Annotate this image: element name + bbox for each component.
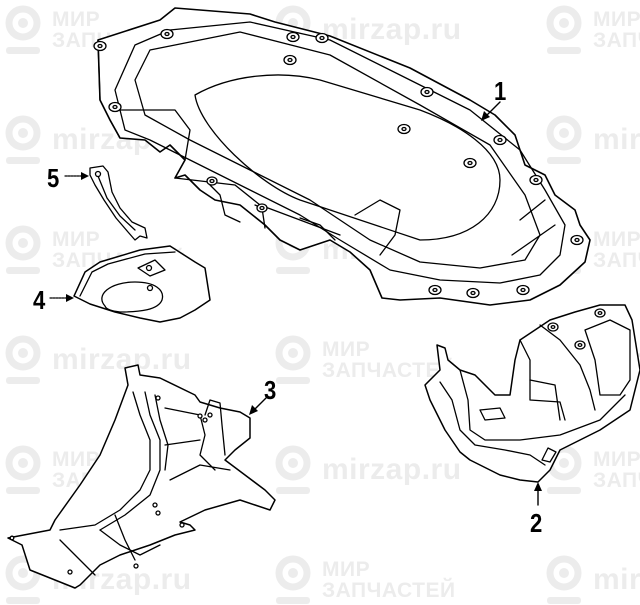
part-4-shield-plate[interactable] bbox=[73, 245, 211, 323]
part-5-bracket[interactable] bbox=[89, 165, 148, 241]
leader-arrow-3 bbox=[249, 397, 267, 415]
parts-diagram bbox=[7, 7, 640, 589]
leader-arrow-1 bbox=[481, 101, 501, 121]
callout-4[interactable]: 4 bbox=[33, 285, 46, 315]
part-3-floor-undercover[interactable] bbox=[7, 364, 276, 589]
callout-1[interactable]: 1 bbox=[494, 76, 507, 106]
leader-arrow-5 bbox=[64, 172, 89, 180]
callout-3[interactable]: 3 bbox=[264, 375, 277, 405]
callout-5[interactable]: 5 bbox=[47, 163, 60, 193]
part-1-undercover-panel[interactable] bbox=[93, 7, 591, 306]
callout-2[interactable]: 2 bbox=[530, 508, 543, 538]
leader-arrow-4 bbox=[49, 294, 74, 302]
part-2-side-shield[interactable] bbox=[424, 304, 640, 483]
leader-arrow-2 bbox=[534, 482, 542, 506]
